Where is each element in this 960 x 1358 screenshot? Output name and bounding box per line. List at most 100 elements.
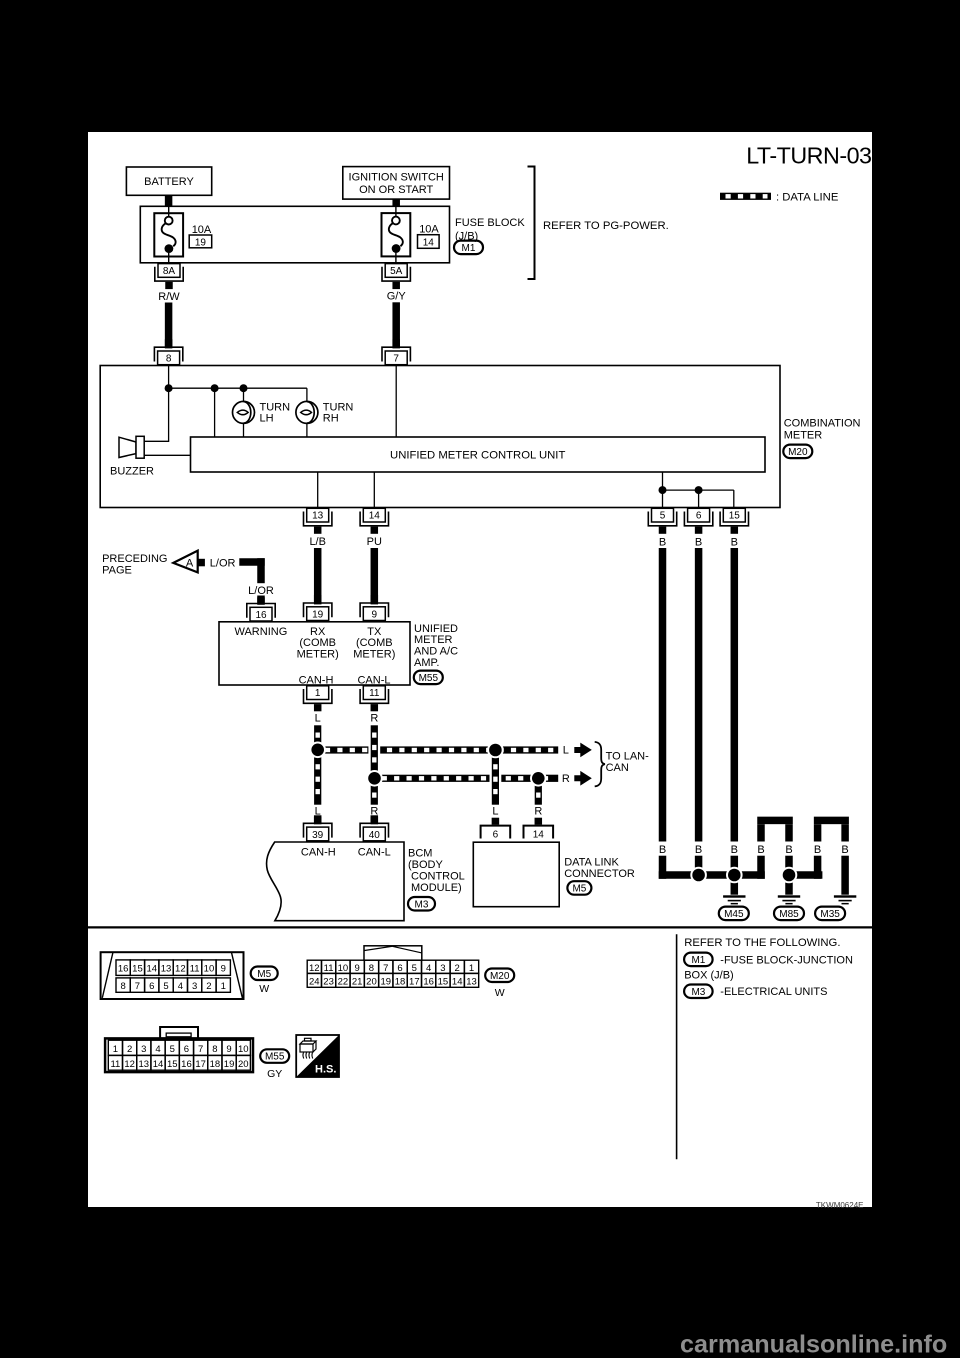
svg-text:14: 14 bbox=[533, 829, 545, 840]
svg-text:6: 6 bbox=[149, 981, 154, 992]
svg-text:8: 8 bbox=[121, 981, 126, 992]
svg-text:1: 1 bbox=[221, 981, 226, 992]
svg-text:AMP.: AMP. bbox=[414, 657, 439, 669]
svg-text:CAN-L: CAN-L bbox=[358, 847, 391, 859]
svg-text:10A: 10A bbox=[192, 224, 212, 236]
svg-text:3: 3 bbox=[141, 1044, 146, 1055]
svg-text:CONNECTOR: CONNECTOR bbox=[564, 868, 635, 880]
svg-text:TX: TX bbox=[367, 626, 382, 638]
svg-text:B: B bbox=[785, 844, 792, 856]
svg-text:CAN-L: CAN-L bbox=[357, 675, 390, 687]
svg-text:2: 2 bbox=[206, 981, 211, 992]
svg-text:TKWM0624E: TKWM0624E bbox=[816, 1201, 864, 1210]
svg-text:9: 9 bbox=[221, 964, 226, 975]
svg-text:10: 10 bbox=[338, 963, 349, 974]
svg-text:GY: GY bbox=[267, 1068, 282, 1080]
svg-text:14: 14 bbox=[146, 964, 157, 975]
svg-text:M5: M5 bbox=[572, 884, 586, 895]
svg-text:B: B bbox=[695, 537, 702, 549]
svg-text:11: 11 bbox=[110, 1059, 120, 1070]
svg-text:PRECEDING: PRECEDING bbox=[102, 553, 167, 565]
svg-text:DATA LINK: DATA LINK bbox=[564, 856, 619, 868]
svg-text:9: 9 bbox=[355, 963, 360, 974]
svg-text:METER): METER) bbox=[353, 649, 395, 661]
svg-text:FUSE BLOCK: FUSE BLOCK bbox=[455, 217, 525, 229]
svg-text:2: 2 bbox=[455, 963, 460, 974]
svg-text:1: 1 bbox=[315, 688, 321, 699]
svg-text:7: 7 bbox=[383, 963, 388, 974]
svg-text:6: 6 bbox=[696, 511, 702, 522]
svg-text:G/Y: G/Y bbox=[387, 291, 407, 303]
svg-text:M55: M55 bbox=[419, 673, 439, 684]
svg-text:METER): METER) bbox=[297, 649, 339, 661]
svg-text:LT-TURN-03: LT-TURN-03 bbox=[746, 143, 871, 169]
svg-text:13: 13 bbox=[161, 964, 172, 975]
svg-text:8A: 8A bbox=[163, 266, 176, 277]
svg-text:16: 16 bbox=[118, 964, 129, 975]
svg-text:L/OR: L/OR bbox=[248, 585, 274, 597]
svg-text:METER: METER bbox=[784, 430, 823, 442]
svg-text:11: 11 bbox=[324, 963, 334, 974]
svg-text:12: 12 bbox=[124, 1059, 135, 1070]
svg-text:6: 6 bbox=[397, 963, 402, 974]
svg-text:RX: RX bbox=[310, 626, 326, 638]
svg-text:M85: M85 bbox=[779, 909, 799, 920]
svg-text:CAN-H: CAN-H bbox=[301, 847, 336, 859]
svg-text:3: 3 bbox=[192, 981, 197, 992]
svg-text:16: 16 bbox=[255, 610, 267, 621]
svg-text:19: 19 bbox=[312, 610, 324, 621]
svg-text:39: 39 bbox=[312, 830, 324, 841]
svg-text:M45: M45 bbox=[724, 909, 744, 920]
svg-text:16: 16 bbox=[423, 977, 434, 988]
svg-text:5: 5 bbox=[412, 963, 417, 974]
svg-text:5: 5 bbox=[163, 981, 168, 992]
svg-text:A: A bbox=[186, 558, 194, 570]
svg-text:24: 24 bbox=[309, 977, 320, 988]
svg-text:8: 8 bbox=[212, 1044, 217, 1055]
svg-text:R: R bbox=[370, 805, 378, 817]
svg-text:7: 7 bbox=[135, 981, 140, 992]
svg-text:10A: 10A bbox=[419, 224, 439, 236]
svg-text:17: 17 bbox=[409, 977, 420, 988]
svg-text:M1: M1 bbox=[462, 243, 476, 254]
svg-text:M3: M3 bbox=[415, 899, 429, 910]
svg-text:7: 7 bbox=[393, 354, 399, 365]
svg-text:15: 15 bbox=[729, 511, 741, 522]
svg-text:M5: M5 bbox=[257, 969, 271, 980]
svg-text:19: 19 bbox=[224, 1059, 235, 1070]
svg-text:L: L bbox=[315, 805, 321, 817]
svg-text:CONTROL: CONTROL bbox=[411, 871, 465, 883]
svg-text:TURN: TURN bbox=[260, 401, 291, 413]
svg-text:15: 15 bbox=[167, 1059, 178, 1070]
svg-text:L/B: L/B bbox=[309, 536, 326, 548]
svg-text:BUZZER: BUZZER bbox=[110, 465, 154, 477]
svg-text:PU: PU bbox=[367, 536, 382, 548]
svg-text:L: L bbox=[492, 805, 498, 817]
svg-text:14: 14 bbox=[153, 1059, 164, 1070]
svg-text:22: 22 bbox=[338, 977, 349, 988]
svg-text:ON OR START: ON OR START bbox=[359, 184, 433, 196]
svg-text:14: 14 bbox=[452, 977, 463, 988]
svg-text:PAGE: PAGE bbox=[102, 565, 132, 577]
svg-text:B: B bbox=[695, 844, 702, 856]
svg-text:10: 10 bbox=[238, 1044, 249, 1055]
svg-text:B: B bbox=[731, 537, 738, 549]
svg-text:1: 1 bbox=[113, 1044, 118, 1055]
svg-text:B: B bbox=[814, 844, 821, 856]
svg-text:M3: M3 bbox=[691, 987, 705, 998]
svg-text:LH: LH bbox=[260, 412, 274, 424]
svg-text:9: 9 bbox=[372, 610, 378, 621]
svg-text:REFER TO THE FOLLOWING.: REFER TO THE FOLLOWING. bbox=[684, 937, 840, 949]
svg-text:(COMB: (COMB bbox=[299, 637, 336, 649]
svg-text:4: 4 bbox=[155, 1044, 160, 1055]
svg-text:R: R bbox=[370, 713, 378, 725]
svg-text:1: 1 bbox=[469, 963, 474, 974]
svg-text:B: B bbox=[731, 844, 738, 856]
svg-text:5A: 5A bbox=[390, 266, 403, 277]
svg-text:23: 23 bbox=[323, 977, 334, 988]
svg-text:L/OR: L/OR bbox=[210, 557, 236, 569]
svg-text:4: 4 bbox=[426, 963, 431, 974]
svg-text:12: 12 bbox=[309, 963, 320, 974]
svg-text:10: 10 bbox=[204, 964, 215, 975]
svg-text:6: 6 bbox=[493, 829, 499, 840]
